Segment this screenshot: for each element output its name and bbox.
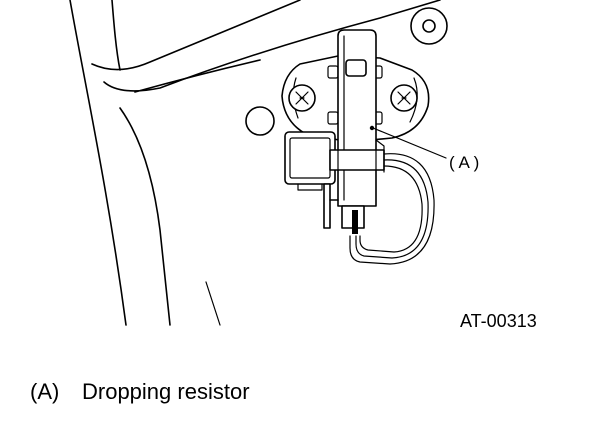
panel-inner-contour [119, 107, 171, 326]
hole-inner [422, 19, 436, 33]
wire-3 [359, 165, 423, 253]
wire-entry [375, 139, 385, 173]
body-holes [245, 7, 448, 136]
screw-left-icon [288, 84, 316, 112]
resistor-stem [352, 210, 358, 234]
callout-leader-line [372, 127, 447, 159]
connector-body [284, 131, 336, 185]
panel-edge-outer [69, 0, 127, 326]
body-panel-lines [69, 0, 441, 326]
panel-top-contour [91, 0, 301, 71]
wire-2 [355, 159, 429, 259]
bracket-left [323, 183, 331, 229]
connector-collar-lines [337, 149, 377, 171]
screw-right-icon [390, 84, 418, 112]
caption-text: Dropping resistor [82, 379, 250, 404]
hole-small [245, 106, 275, 136]
callout-dot [369, 125, 375, 131]
hole-outer [410, 7, 448, 45]
callout-label: ( A ) [449, 153, 479, 172]
panel-top-contour-2 [103, 0, 441, 92]
panel-lower-edge [205, 281, 221, 326]
dropping-resistor [337, 29, 377, 234]
connector-lock [297, 183, 323, 191]
wire-1 [349, 153, 435, 265]
wire-connector [284, 131, 385, 229]
wire-harness [349, 139, 435, 265]
figure-caption: (A) Dropping resistor [30, 378, 250, 406]
resistor-window [345, 59, 367, 77]
panel-ridge [134, 59, 261, 93]
panel-edge-inner [111, 0, 121, 71]
caption-key: (A) [30, 379, 60, 404]
figure-code: AT-00313 [460, 311, 537, 331]
